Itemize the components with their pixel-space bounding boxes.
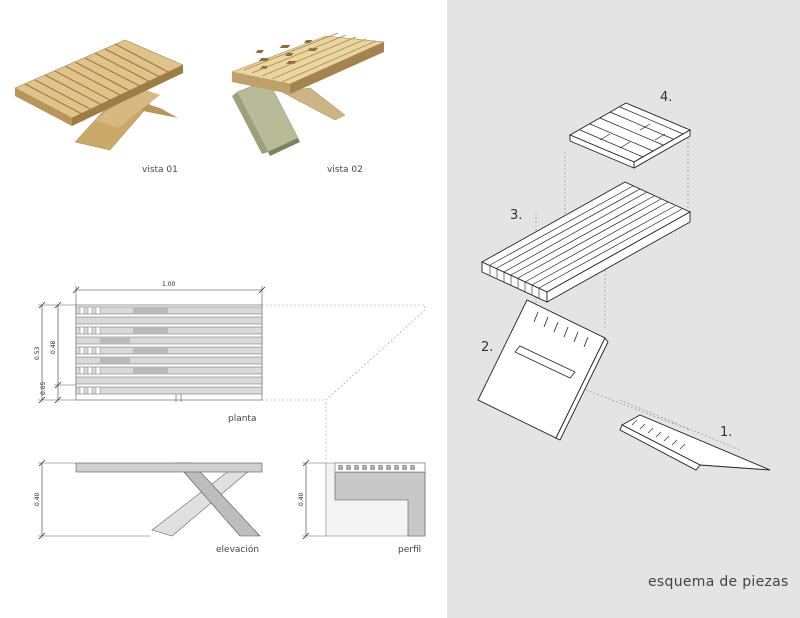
part-3-label: 3. [510,208,523,223]
scheme-title: esquema de piezas [648,574,789,590]
left-panel [0,0,447,618]
dim-offset: 0.05 [40,381,47,395]
dim-width: 1.00 [162,281,176,288]
view-01-caption: vista 01 [142,165,178,175]
dim-height-elevation: 0.40 [34,492,41,506]
part-1-label: 1. [720,425,733,440]
right-panel-scheme [447,0,800,618]
dim-height-profile: 0.40 [298,492,305,506]
profile-caption: perfil [398,545,422,555]
dim-depth-inner: 0.48 [50,340,57,354]
part-4-label: 4. [660,90,673,105]
plan-caption: planta [228,414,257,424]
elevation-caption: elevación [216,545,260,555]
dim-depth-total: 0.53 [34,346,41,360]
part-2-label: 2. [481,340,494,355]
view-02-caption: vista 02 [327,165,363,175]
